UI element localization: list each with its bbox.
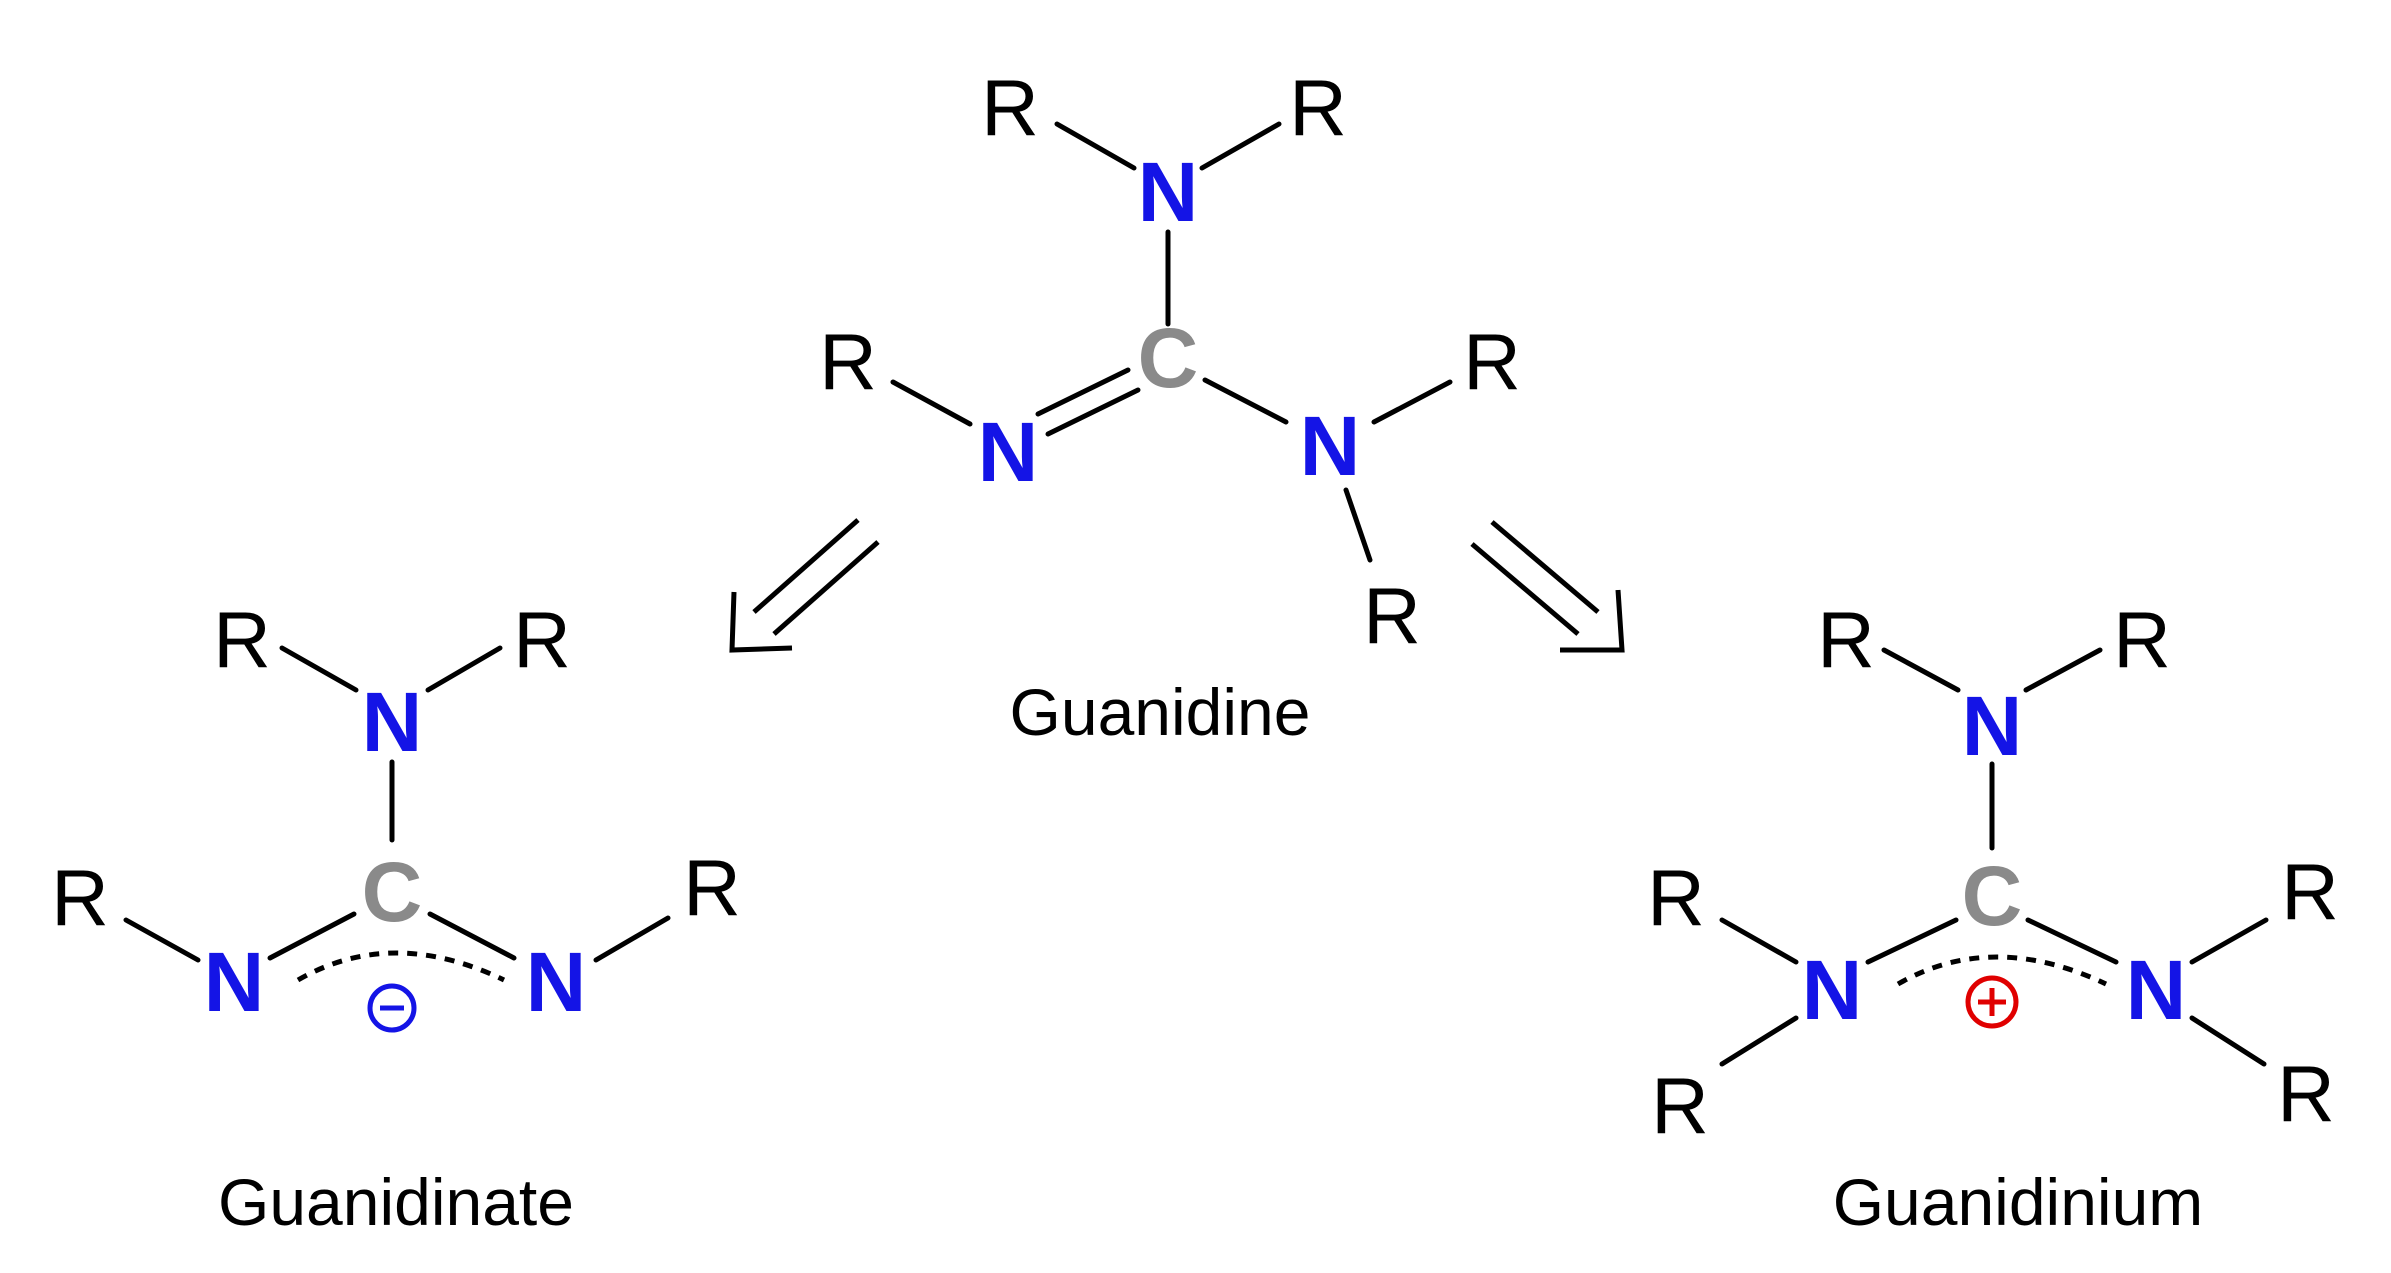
guanidine-substituent: R: [1463, 318, 1521, 407]
guanidinium-central-carbon: C: [1962, 849, 2023, 943]
bond-n-top-r-right: [1199, 121, 1282, 171]
bond-n-top-r-left: [1054, 121, 1137, 171]
bond-c-n-left: [267, 911, 357, 961]
bond-n-top-r-left: [279, 645, 359, 693]
arrow-to-guanidinium: [1470, 520, 1625, 653]
guanidine-nitrogen-imine: N: [978, 405, 1039, 499]
charge-ring: [367, 983, 417, 1033]
guanidinium-substituent: R: [1817, 596, 1875, 685]
guanidine-substituent: R: [819, 318, 877, 407]
bond-n-left-r-up: [1719, 917, 1799, 965]
guanidinate-substituent: R: [513, 596, 571, 685]
delocalization-arc: [1896, 954, 2108, 987]
bond-n-right-r-up: [2189, 917, 2269, 965]
guanidine-substituent: R: [1363, 572, 1421, 661]
charge-ring: [1965, 975, 2019, 1029]
guanidinium-nitrogen-top: N: [1962, 679, 2023, 773]
delocalization-arc: [296, 950, 506, 983]
guanidinate-substituent: R: [51, 854, 109, 943]
guanidinate-substituent: R: [213, 596, 271, 685]
arrow-shaft-line: [1470, 542, 1580, 636]
bond-c-n-right: [427, 911, 517, 961]
guanidine-structure: N C N N R R R R R Guanidine: [819, 64, 1521, 750]
bond-n-imine-r: [890, 379, 973, 427]
guanidinate-nitrogen-top: N: [362, 675, 423, 769]
guanidine-nitrogen-amine: N: [1300, 399, 1361, 493]
guanidinium-nitrogen-left: N: [1802, 943, 1863, 1037]
bond-n-right-r-down: [2189, 1015, 2267, 1067]
bond-n-left-r: [123, 917, 201, 963]
guanidine-nitrogen-top: N: [1138, 145, 1199, 239]
guanidinate-nitrogen-right: N: [526, 935, 587, 1029]
bond-n-right-r: [593, 915, 671, 963]
arrow-shaft-line: [1490, 520, 1600, 614]
guanidinium-substituent: R: [1651, 1062, 1709, 1151]
bond-n-top-r-right: [2023, 647, 2103, 693]
negative-charge-icon: [367, 983, 417, 1033]
guanidinate-structure: N C N N R R R R Guanidinate: [51, 596, 741, 1240]
arrow-head: [729, 591, 793, 653]
arrow-head: [1560, 589, 1625, 653]
bond-c-n-imine-2: [1045, 387, 1141, 437]
arrow-shaft-line: [752, 518, 860, 614]
positive-charge-icon: [1965, 975, 2019, 1029]
guanidinium-substituent: R: [2281, 848, 2339, 937]
bond-c-n-imine-1: [1035, 367, 1131, 417]
bond-n-amine-r-down: [1343, 487, 1373, 563]
guanidinium-caption: Guanidinium: [1833, 1165, 2204, 1239]
guanidinium-structure: N C N N R R R R R R Guanidinium: [1647, 596, 2339, 1240]
guanidinate-central-carbon: C: [362, 845, 423, 939]
arrow-to-guanidinate: [729, 518, 880, 653]
guanidinium-substituent: R: [2277, 1050, 2335, 1139]
bond-n-left-r-down: [1719, 1015, 1799, 1067]
bond-c-n-amine: [1202, 377, 1289, 425]
guanidinate-substituent: R: [683, 844, 741, 933]
guanidinium-substituent: R: [2113, 596, 2171, 685]
bond-n-amine-r-right: [1371, 379, 1453, 425]
guanidine-substituent: R: [1289, 64, 1347, 153]
arrow-shaft-line: [772, 540, 880, 636]
guanidinium-substituent: R: [1647, 854, 1705, 943]
bond-n-top-r-left: [1881, 647, 1961, 693]
bond-c-n-left: [1865, 917, 1959, 965]
guanidinate-nitrogen-left: N: [204, 935, 265, 1029]
guanidinate-caption: Guanidinate: [218, 1165, 574, 1239]
guanidine-substituent: R: [981, 64, 1039, 153]
bond-n-top-r-right: [425, 645, 503, 693]
bond-c-n-right: [2025, 917, 2119, 965]
guanidinium-nitrogen-right: N: [2126, 943, 2187, 1037]
guanidine-central-carbon: C: [1138, 311, 1199, 405]
guanidine-caption: Guanidine: [1010, 675, 1311, 749]
